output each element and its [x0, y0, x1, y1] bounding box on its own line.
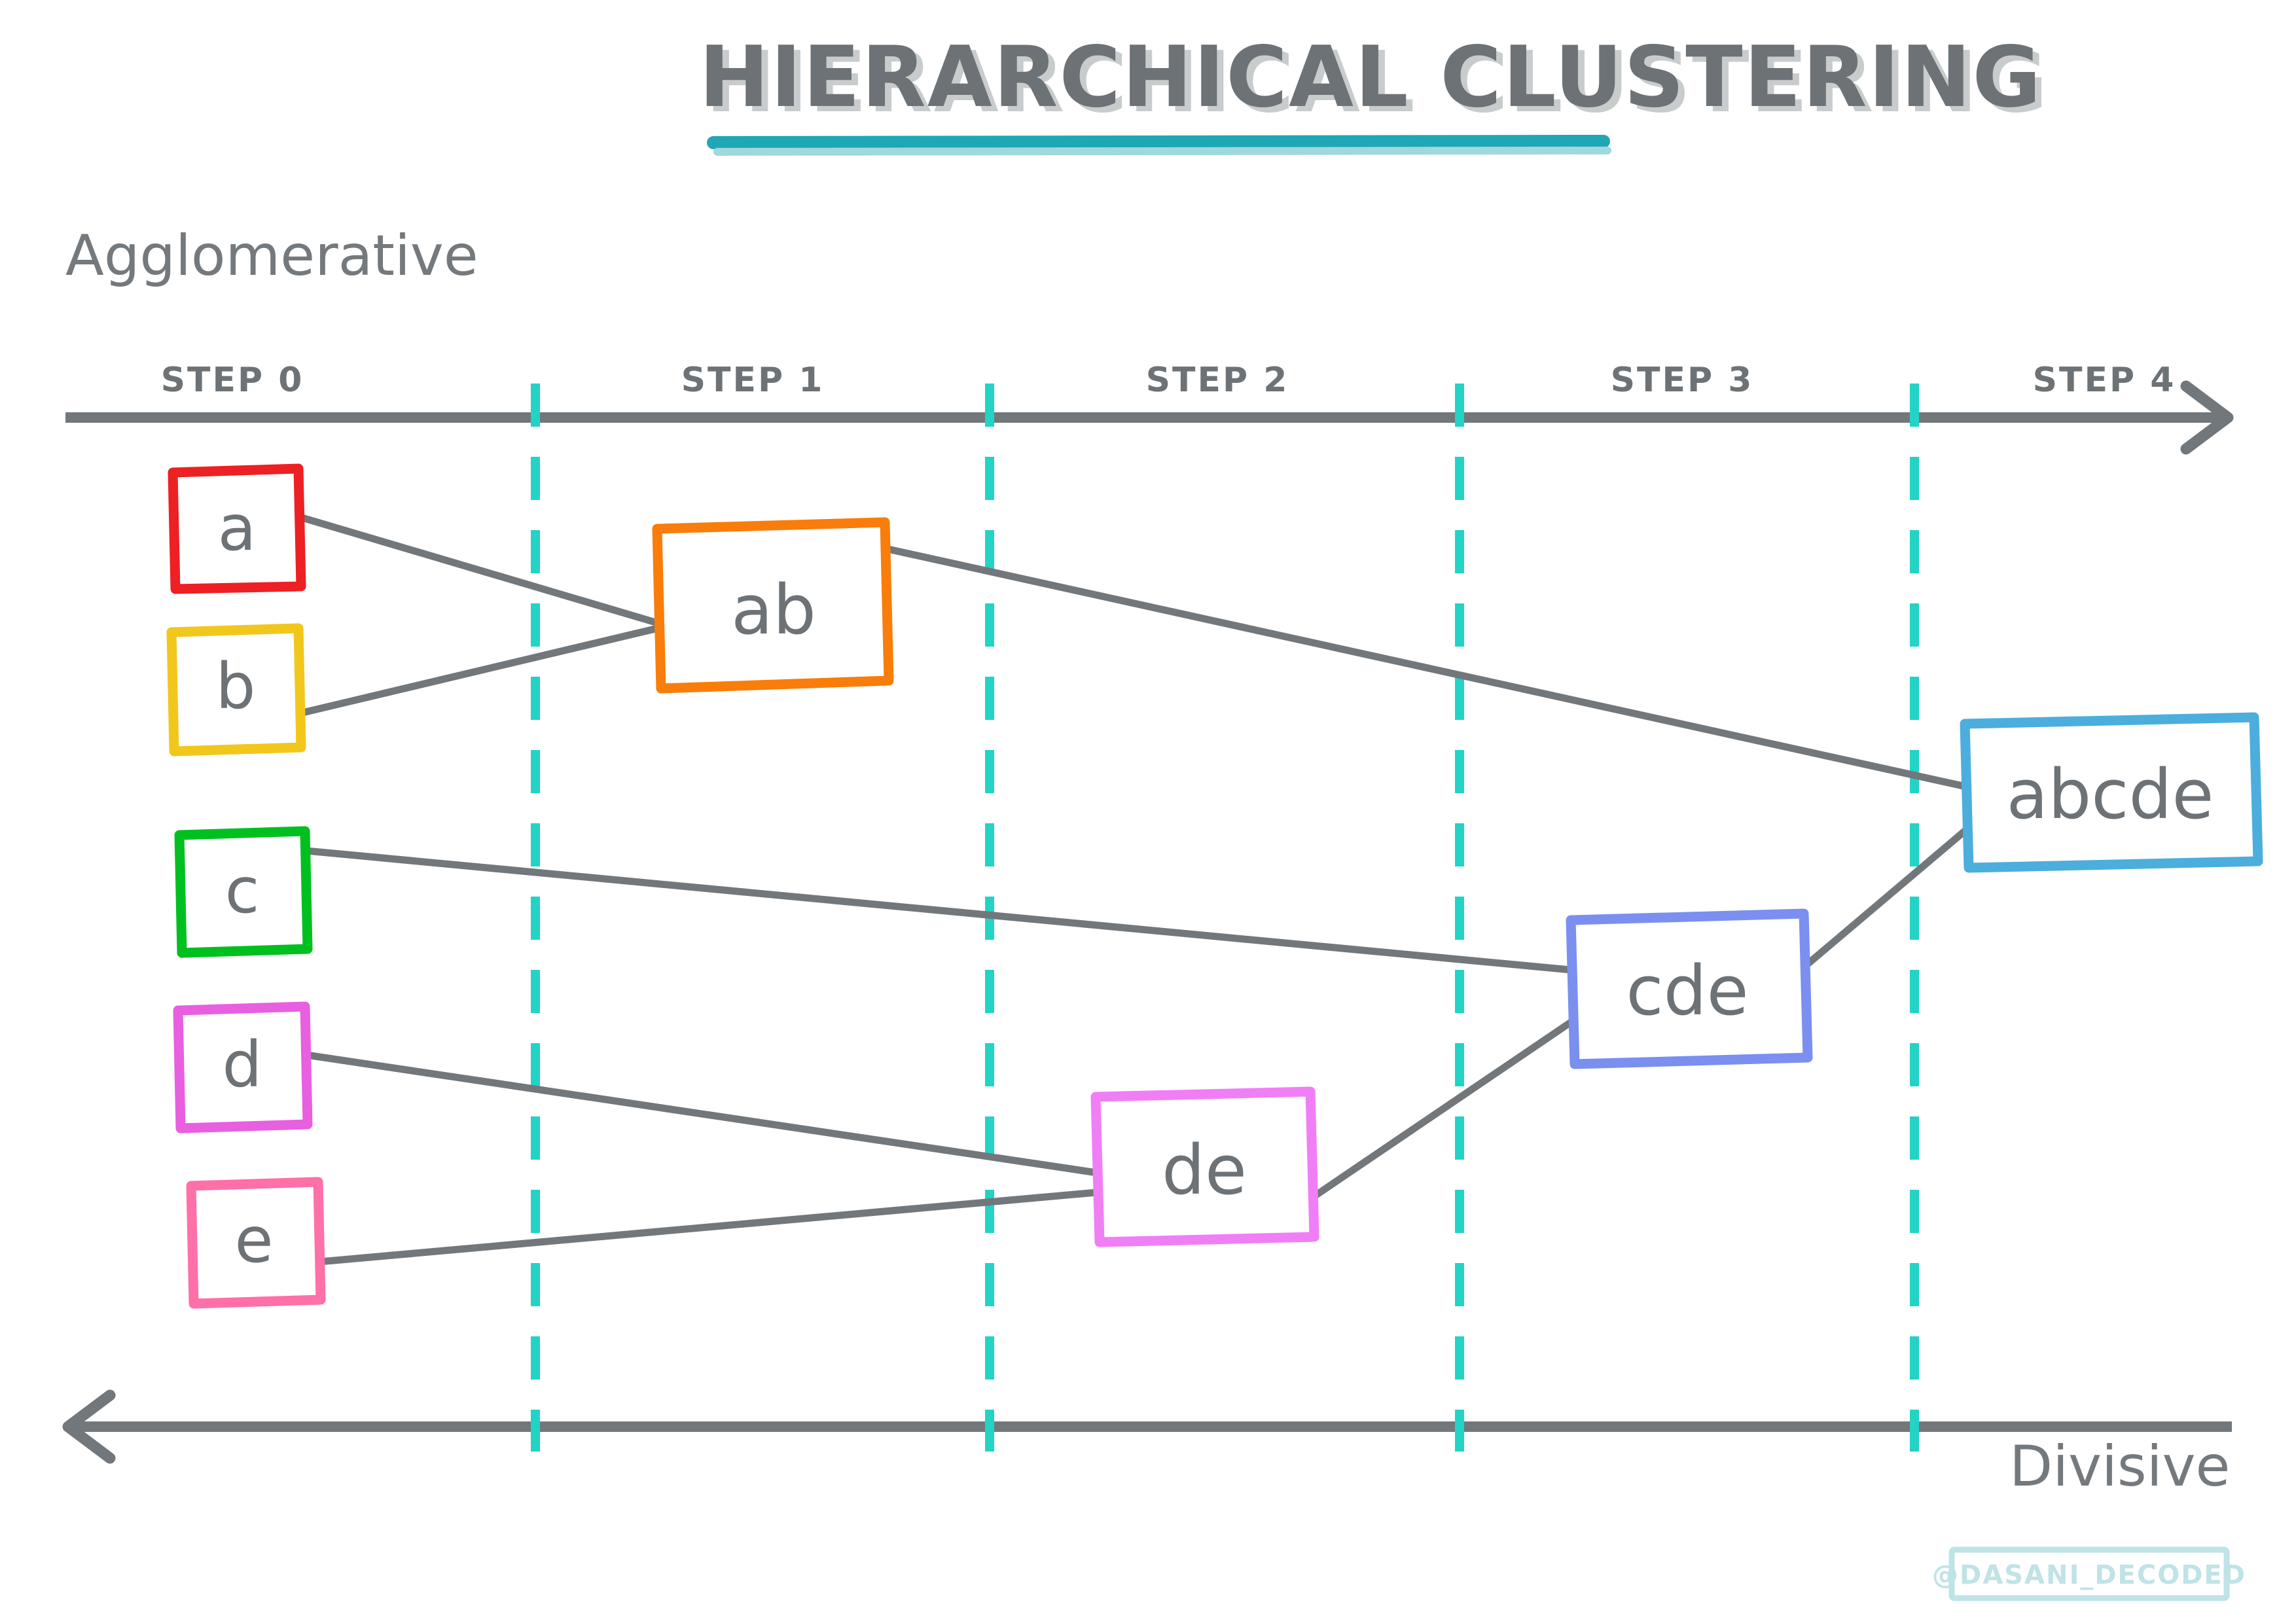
step-label-3: STEP 3	[1611, 361, 1754, 400]
node-a[interactable]: a	[168, 463, 306, 594]
node-ab-box[interactable]	[652, 517, 894, 694]
edge-b-to-ab	[296, 624, 662, 717]
node-abcde-box[interactable]	[1960, 712, 2263, 873]
node-c-box[interactable]	[174, 826, 313, 958]
node-e-box[interactable]	[186, 1177, 326, 1309]
edge-ab-to-abcde	[881, 544, 1970, 791]
node-b[interactable]: b	[166, 623, 306, 757]
node-d-label: d	[223, 1028, 262, 1101]
top-axis	[65, 380, 2234, 455]
node-de-box[interactable]	[1090, 1086, 1319, 1247]
step-dividers	[531, 383, 1919, 1452]
node-cde-label: cde	[1626, 951, 1748, 1031]
node-e-label: e	[234, 1204, 273, 1277]
divisive-label: Divisive	[2009, 1434, 2230, 1499]
edge-d-to-de	[302, 1051, 1101, 1177]
node-d-box[interactable]	[173, 1001, 313, 1133]
edge-cde-to-abcde	[1800, 826, 1970, 971]
node-de[interactable]: de	[1090, 1086, 1319, 1247]
node-b-box[interactable]	[166, 623, 306, 757]
page-title: HIERARCHICAL CLUSTERING	[699, 29, 2042, 126]
page-title-shadow: HIERARCHICAL CLUSTERING	[706, 34, 2049, 132]
bottom-axis	[62, 1389, 2232, 1464]
edge-a-to-ab	[296, 513, 662, 627]
node-a-label: a	[218, 491, 257, 565]
dendrogram-edges	[296, 513, 1970, 1266]
watermark: @DASANI_DECODED	[1932, 1546, 2246, 1601]
page-title-group: HIERARCHICAL CLUSTERING HIERARCHICAL CLU…	[699, 29, 2049, 156]
step-label-2: STEP 2	[1146, 361, 1289, 400]
step-label-0: STEP 0	[161, 361, 304, 400]
node-de-label: de	[1162, 1130, 1247, 1210]
step-labels: STEP 0 STEP 1 STEP 2 STEP 3 STEP 4	[161, 361, 2176, 400]
step-label-1: STEP 1	[681, 361, 825, 400]
node-d[interactable]: d	[173, 1001, 313, 1133]
node-cde[interactable]: cde	[1566, 908, 1813, 1069]
watermark-border	[1948, 1546, 2230, 1601]
step-label-4: STEP 4	[2033, 361, 2176, 400]
node-abcde-label: abcde	[2007, 755, 2214, 834]
node-a-box[interactable]	[168, 463, 306, 594]
edge-e-to-de	[315, 1188, 1101, 1266]
node-b-label: b	[216, 650, 256, 723]
title-underline	[707, 135, 1610, 149]
watermark-label: @DASANI_DECODED	[1932, 1560, 2246, 1590]
node-c-label: c	[225, 854, 260, 927]
node-c[interactable]: c	[174, 826, 313, 958]
node-cde-box[interactable]	[1566, 908, 1813, 1069]
edge-de-to-cde	[1306, 1018, 1575, 1203]
agglomerative-label: Agglomerative	[65, 223, 478, 289]
node-e[interactable]: e	[186, 1177, 326, 1309]
edge-c-to-cde	[302, 847, 1575, 974]
node-ab[interactable]: ab	[652, 517, 894, 694]
node-abcde[interactable]: abcde	[1960, 712, 2263, 873]
node-ab-label: ab	[731, 570, 816, 650]
title-underline-shadow	[713, 147, 1611, 156]
